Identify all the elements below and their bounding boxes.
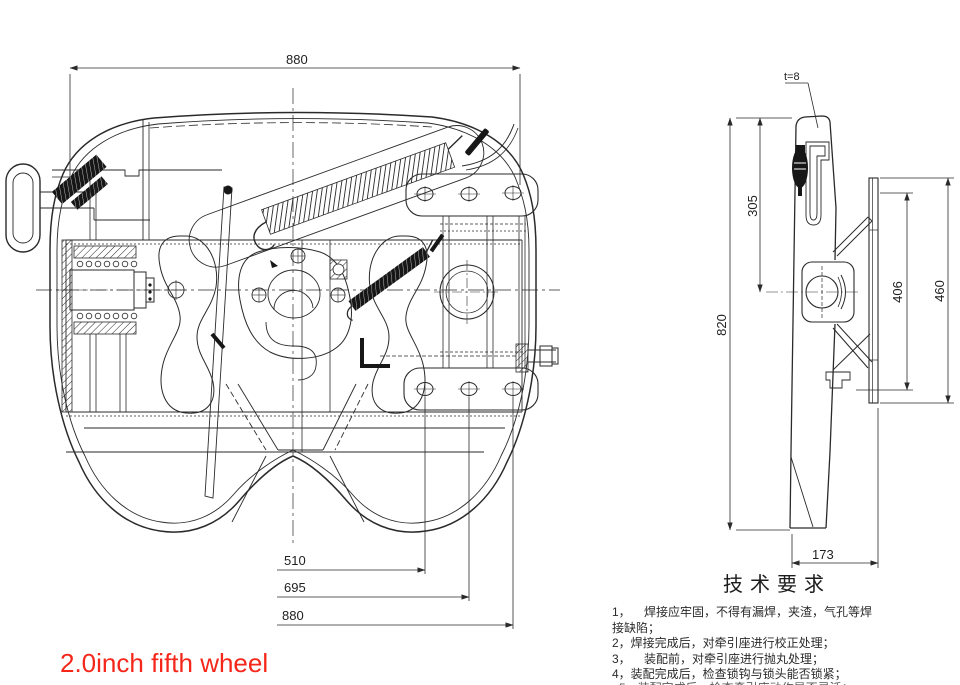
- pull-handle: [5, 154, 150, 253]
- side-mounting-plate: [868, 177, 879, 404]
- dim-406: 406: [890, 281, 905, 303]
- tech-note-line-1b: 接缺陷；: [612, 620, 661, 635]
- product-label: 2.0inch fifth wheel: [60, 648, 269, 678]
- main-spring: [188, 123, 519, 268]
- plate-outline-inner: [56, 118, 530, 524]
- tech-note-line-2: 2，焊接完成后，对牵引座进行校正处理；: [612, 636, 835, 650]
- technical-requirements: 技术要求 1， 焊接应牢固，不得有漏焊，夹渣，气孔等焊 接缺陷； 2，焊接完成后…: [612, 568, 952, 683]
- dim-460: 460: [932, 280, 947, 302]
- dim-pitch-880: 880: [282, 608, 304, 623]
- throat-ramps: [66, 383, 484, 523]
- dim-305: 305: [745, 195, 760, 217]
- tech-note-line-5-partial: 5，装配完成后，检查牵引座动作是否灵活；: [619, 679, 854, 685]
- plate-hidden-edge: [149, 122, 433, 129]
- left-bushing: [56, 176, 186, 413]
- tech-note-line-4: 4，装配完成后，检查锁钩与锁头能否锁紧；: [612, 667, 847, 681]
- dim-820: 820: [714, 314, 729, 336]
- side-plate-profile: [789, 115, 837, 529]
- dim-top-width: 880: [286, 52, 308, 67]
- side-braces: [825, 216, 873, 389]
- plate-outline-outer: [49, 111, 537, 533]
- dim-thickness: t=8: [784, 71, 800, 83]
- right-bracket: [360, 173, 559, 411]
- plan-dimensions: [69, 65, 521, 629]
- wing-cutout-left: [158, 235, 218, 414]
- release-lever: [204, 185, 233, 499]
- dim-pitch-695: 695: [284, 580, 306, 595]
- secondary-spring: [346, 233, 445, 322]
- dim-pitch-510: 510: [284, 553, 306, 568]
- tech-note-line-1: 1， 焊接应牢固，不得有漏焊，夹渣，气孔等焊: [612, 605, 873, 619]
- side-dimensions: [727, 82, 954, 568]
- tech-note-line-3: 3， 装配前，对牵引座进行抛丸处理；: [612, 651, 825, 666]
- plan-centerlines: [36, 88, 560, 546]
- fifth-wheel-plan-view: 880 510 695 880: [5, 52, 560, 629]
- kingpin-lock: [238, 247, 352, 381]
- dim-173: 173: [812, 547, 834, 562]
- technical-requirements-title: 技术要求: [723, 574, 831, 596]
- side-handle: [792, 141, 830, 226]
- fifth-wheel-side-view: 305 820 406 460 173 t=8: [714, 71, 954, 568]
